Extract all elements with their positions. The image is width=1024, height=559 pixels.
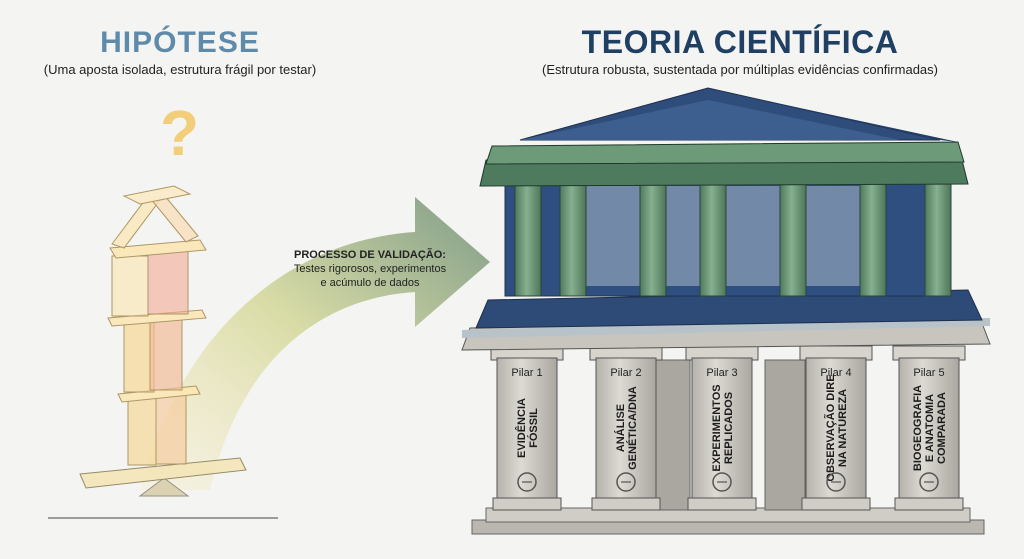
pillar-number-label: Pilar 2 <box>610 367 641 379</box>
pillar-shaft <box>805 357 867 501</box>
theory-title: TEORIA CIENTÍFICA <box>581 24 899 60</box>
back-column <box>764 359 806 511</box>
process-heading: PROCESSO DE VALIDAÇÃO: <box>294 249 446 261</box>
globe-icon <box>919 472 939 492</box>
pillar-base <box>801 497 871 511</box>
dna-icon <box>616 472 636 492</box>
validation-process-label: PROCESSO DE VALIDAÇÃO: Testes rigorosos,… <box>270 248 470 290</box>
card-tower <box>79 185 247 497</box>
pillar-title: EVIDÊNCIAFÓSSIL <box>515 398 540 458</box>
pillar-5: Pilar 5 BIOGEOGRAFIAE ANATOMIACOMPARADA <box>912 367 948 492</box>
binoculars-icon <box>826 472 846 492</box>
upper-column <box>514 167 542 297</box>
pillar-shaft <box>496 357 558 501</box>
upper-column <box>779 167 807 297</box>
pillar-title: EXPERIMENTOSREPLICADOS <box>711 384 735 471</box>
pillar-number-label: Pilar 3 <box>706 367 737 379</box>
pillar-shaft <box>898 357 960 501</box>
pillar-number-label: Pilar 4 <box>820 367 851 379</box>
pillar-number-label: Pilar 5 <box>913 367 944 379</box>
pillar-1: Pilar 1 EVIDÊNCIAFÓSSIL <box>511 367 543 492</box>
pillar-shaft <box>691 357 753 501</box>
pillar-title: BIOGEOGRAFIAE ANATOMIACOMPARADA <box>912 385 948 471</box>
pillar-base <box>894 497 964 511</box>
back-column <box>649 359 691 511</box>
upper-column <box>859 167 887 297</box>
fossil-icon <box>517 472 537 492</box>
pillar-shaft <box>595 357 657 501</box>
upper-column <box>699 167 727 297</box>
process-line-1: Testes rigorosos, experimentos <box>293 263 447 275</box>
upper-column <box>639 167 667 297</box>
hypothesis-title: HIPÓTESE <box>100 26 260 59</box>
hypothesis-subtitle: (Uma aposta isolada, estrutura frágil po… <box>43 62 317 77</box>
pillar-title: ANÁLISEGENÉTICA/DNA <box>614 386 639 470</box>
pillar-3: Pilar 3 EXPERIMENTOSREPLICADOS <box>706 367 738 492</box>
pillar-title: OBSERVAÇÃO DIRENA NATUREZA <box>824 374 849 481</box>
flask-icon <box>712 472 732 492</box>
pillar-base <box>687 497 757 511</box>
upper-column <box>924 167 952 297</box>
process-line-2: e acúmulo de dados <box>320 277 420 289</box>
theory-subtitle: (Estrutura robusta, sustentada por múlti… <box>542 62 938 77</box>
validation-arrow <box>140 197 490 490</box>
upper-column <box>559 167 587 297</box>
theory-temple <box>461 87 991 535</box>
question-mark-icon: ? <box>160 97 200 169</box>
pillar-base <box>492 497 562 511</box>
pillar-2: Pilar 2 ANÁLISEGENÉTICA/DNA <box>610 367 642 492</box>
pillar-base <box>591 497 661 511</box>
pillar-number-label: Pilar 1 <box>511 367 542 379</box>
